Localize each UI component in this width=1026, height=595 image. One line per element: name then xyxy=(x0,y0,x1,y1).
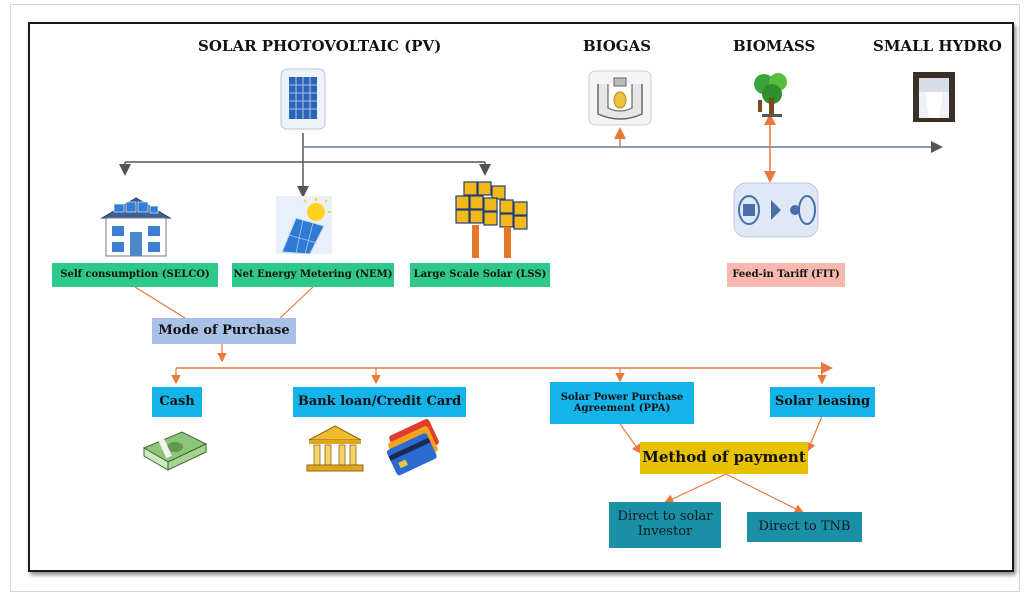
solar-pv-heading: SOLAR PHOTOVOLTAIC (PV) xyxy=(198,37,442,55)
solar-panel-icon xyxy=(280,68,326,130)
small-hydro-heading: SMALL HYDRO xyxy=(873,37,1002,55)
small-hydro-icon xyxy=(913,72,955,122)
cash-icon xyxy=(142,431,208,471)
cash-box: Cash xyxy=(152,387,202,417)
fit-box: Feed-in Tariff (FIT) xyxy=(727,263,845,287)
mode-of-purchase-box: Mode of Purchase xyxy=(152,318,296,344)
method-to-tnb xyxy=(725,473,805,514)
leasing-to-method xyxy=(806,415,823,453)
nem-to-mode xyxy=(279,286,314,319)
selco-box: Self consumption (SELCO) xyxy=(52,263,218,287)
direct-to-investor-box: Direct to solar Investor xyxy=(609,502,721,548)
lss-box: Large Scale Solar (LSS) xyxy=(410,263,550,287)
diagram-frame xyxy=(28,22,1014,572)
sun-panel-icon xyxy=(276,196,332,254)
bank-icon xyxy=(306,425,364,472)
credit-card-icon xyxy=(386,418,439,476)
biogas-heading: BIOGAS xyxy=(583,37,652,55)
biomass-tree-icon xyxy=(754,73,787,117)
method-to-investor xyxy=(663,473,727,504)
selco-to-mode xyxy=(134,286,186,319)
feed-in-tariff-icon xyxy=(733,182,819,238)
ppa-box: Solar Power Purchase Agreement (PPA) xyxy=(550,382,694,424)
ppa-to-method xyxy=(619,423,642,454)
biogas-plant-icon xyxy=(588,70,652,126)
solar-farm-icon xyxy=(455,181,528,258)
method-of-payment-box: Method of payment xyxy=(640,442,808,474)
house-icon xyxy=(100,197,172,257)
solar-leasing-box: Solar leasing xyxy=(770,387,875,417)
nem-box: Net Energy Metering (NEM) xyxy=(232,263,394,287)
direct-to-tnb-box: Direct to TNB xyxy=(747,512,862,542)
biomass-heading: BIOMASS xyxy=(733,37,816,55)
bank-loan-box: Bank loan/Credit Card xyxy=(293,387,466,417)
